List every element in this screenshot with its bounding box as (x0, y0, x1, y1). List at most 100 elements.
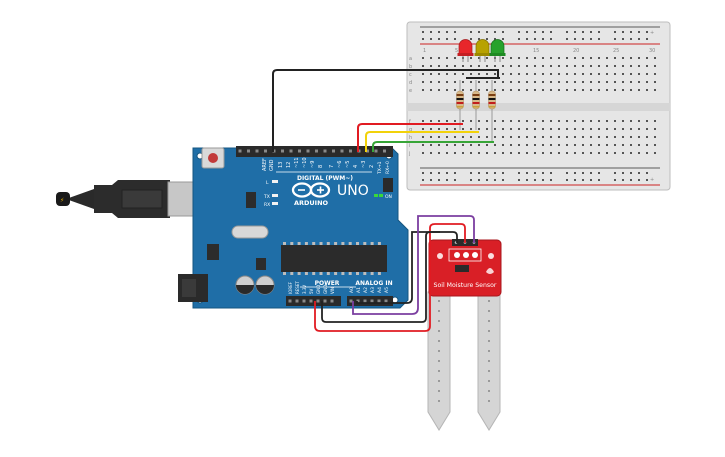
hole (370, 242, 374, 245)
hole (550, 152, 552, 154)
hole (590, 128, 592, 130)
usb-bolt-icon: ⚡ (60, 197, 64, 204)
hole (422, 179, 424, 181)
hole (534, 31, 536, 33)
hole (518, 128, 520, 130)
soil-moisture-sensor[interactable]: Soil Moisture Sensor (419, 239, 502, 431)
hole (422, 65, 424, 67)
hole (550, 38, 552, 40)
hole (446, 73, 448, 75)
hole (438, 350, 440, 352)
hole (430, 179, 432, 181)
hole (574, 89, 576, 91)
hole (494, 172, 496, 174)
hole (264, 149, 267, 153)
hole (646, 31, 648, 33)
hole (446, 89, 448, 91)
hole (462, 120, 464, 122)
hole (478, 172, 480, 174)
breadboard[interactable]: + + a b c d e f g h i j 1 5 10 15 20 25 … (406, 21, 671, 191)
hole (518, 144, 520, 146)
wire-gnd-to-breadboard[interactable] (272, 69, 499, 152)
hole (646, 144, 648, 146)
hole (478, 65, 480, 67)
hole (630, 179, 632, 181)
hole (486, 31, 488, 33)
hole (614, 73, 616, 75)
led-red[interactable] (457, 39, 474, 63)
hole (422, 31, 424, 33)
hole (654, 65, 656, 67)
wire-yellow-led[interactable] (365, 131, 479, 152)
hole (526, 89, 528, 91)
hole (494, 152, 496, 154)
hole (638, 89, 640, 91)
hole (638, 152, 640, 154)
hole (502, 144, 504, 146)
hole (326, 242, 330, 245)
hole (518, 57, 520, 59)
wire-sensor-signal[interactable] (352, 215, 475, 315)
hole (478, 31, 480, 33)
hole (630, 81, 632, 83)
hole (502, 136, 504, 138)
hole (290, 242, 294, 245)
hole (488, 380, 490, 382)
hole (638, 128, 640, 130)
hole (470, 31, 472, 33)
hole (542, 136, 544, 138)
hole (323, 149, 327, 153)
hole (630, 136, 632, 138)
hole (312, 242, 316, 245)
hole (502, 38, 504, 40)
led-yellow[interactable] (474, 39, 491, 63)
hole (304, 272, 308, 275)
analog-header[interactable] (347, 296, 393, 306)
hole (470, 81, 472, 83)
hole (438, 320, 440, 322)
digital-header[interactable] (236, 146, 393, 157)
wire-sensor-gnd-loop[interactable] (321, 231, 440, 323)
hole (638, 31, 640, 33)
hole (638, 57, 640, 59)
power-header[interactable] (286, 296, 341, 306)
hole (622, 57, 624, 59)
hole (502, 31, 504, 33)
hole (630, 89, 632, 91)
led-green[interactable] (489, 39, 506, 63)
label-a4: A4 (377, 287, 383, 293)
hole (598, 172, 600, 174)
wire-sensor-ground[interactable] (356, 231, 458, 304)
hole (446, 144, 448, 146)
resistor-2[interactable] (472, 80, 480, 130)
bb-col-number: 30 (649, 48, 655, 54)
usb-cable[interactable]: ⚡ (56, 180, 199, 218)
bb-row-letter: h (409, 135, 412, 141)
hole (654, 152, 656, 154)
arduino-uno-board[interactable]: AREF GND 13 12 ~11 ~10 ~9 8 7 ~6 ~5 4 ~3… (178, 146, 409, 309)
resistor-1[interactable] (456, 80, 464, 130)
resistor-3[interactable] (488, 80, 496, 142)
hole (566, 81, 568, 83)
wire-sensor-power[interactable] (314, 223, 466, 332)
hole (638, 179, 640, 181)
hole (422, 120, 424, 122)
hole (438, 400, 440, 402)
hole (486, 128, 488, 130)
hole (654, 144, 656, 146)
hole (582, 172, 584, 174)
hole (488, 310, 490, 312)
hole (470, 144, 472, 146)
label-d12: 12 (286, 162, 292, 168)
hole (510, 89, 512, 91)
hole (446, 57, 448, 59)
wire-red-led[interactable] (357, 123, 463, 152)
hole (590, 81, 592, 83)
hole (494, 38, 496, 40)
wire-green-led[interactable] (372, 141, 494, 152)
hole (638, 144, 640, 146)
hole (488, 390, 490, 392)
hole (289, 149, 293, 153)
hole (622, 89, 624, 91)
